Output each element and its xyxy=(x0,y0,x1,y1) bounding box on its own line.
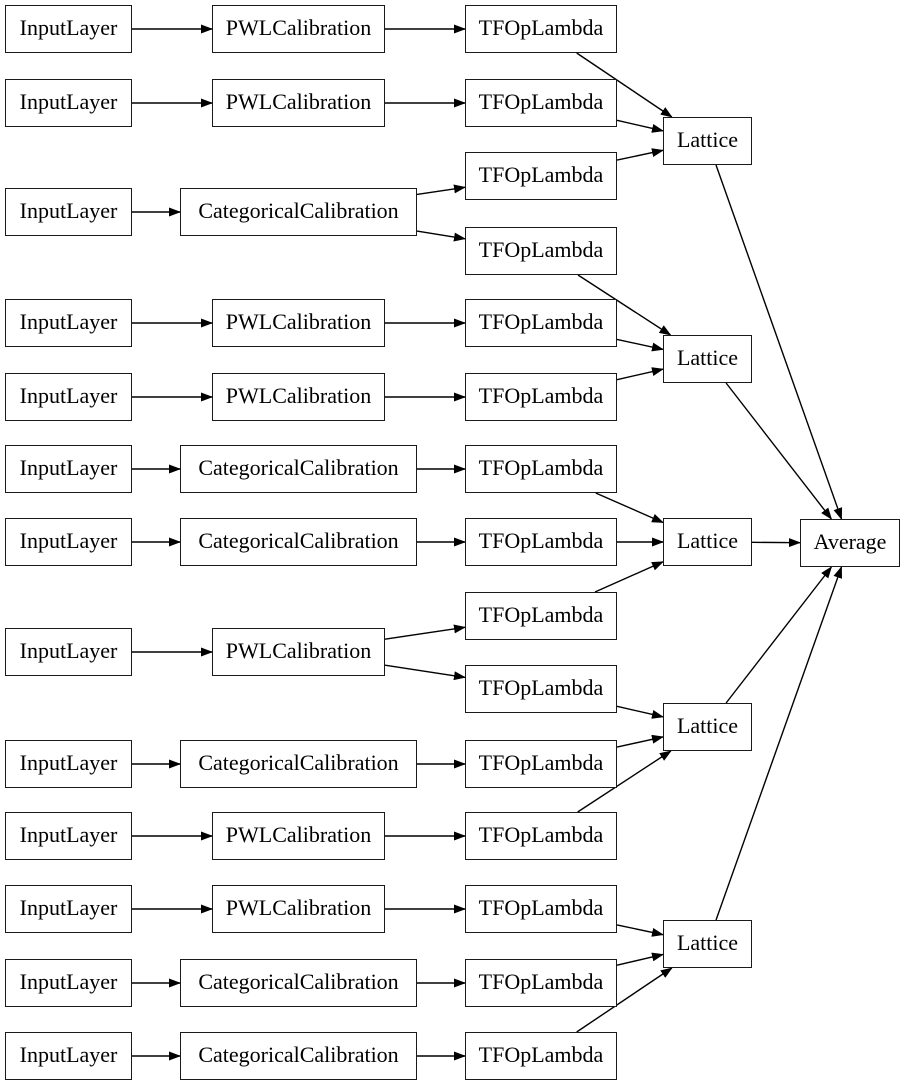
node-tfoplambda-t3: TFOpLambda xyxy=(465,152,617,200)
edge-t2-to-l1 xyxy=(616,119,664,133)
node-inputlayer-in5: InputLayer xyxy=(5,373,132,421)
node-categoricalcalibration-c9: CategoricalCalibration xyxy=(180,740,417,788)
edge-c8-to-t9 xyxy=(384,624,466,640)
edge-t1-to-l1 xyxy=(576,52,673,118)
node-lattice-l3: Lattice xyxy=(663,518,752,566)
edge-t15-to-l5 xyxy=(576,967,673,1033)
node-inputlayer-in9: InputLayer xyxy=(5,740,132,788)
node-inputlayer-in2: InputLayer xyxy=(5,79,132,127)
edge-l5-to-avg xyxy=(715,566,843,921)
edge-c3-to-t4 xyxy=(416,230,466,242)
node-inputlayer-in3: InputLayer xyxy=(5,188,132,236)
node-tfoplambda-t9: TFOpLambda xyxy=(465,592,617,640)
edge-c3-to-t3 xyxy=(416,184,466,196)
node-lattice-l1: Lattice xyxy=(663,117,752,165)
node-inputlayer-in12: InputLayer xyxy=(5,959,132,1007)
edge-t4-to-l2 xyxy=(577,274,672,336)
node-average-avg: Average xyxy=(800,519,900,567)
edge-t5-to-l2 xyxy=(616,338,664,352)
edge-t12-to-l4 xyxy=(577,750,672,813)
edge-t3-to-l1 xyxy=(616,148,664,161)
node-pwlcalibration-c8: PWLCalibration xyxy=(212,628,385,676)
node-tfoplambda-t1: TFOpLambda xyxy=(465,5,617,53)
node-pwlcalibration-c5: PWLCalibration xyxy=(212,373,385,421)
edge-l1-to-avg xyxy=(715,164,843,520)
edge-t11-to-l4 xyxy=(616,734,664,748)
node-tfoplambda-t2: TFOpLambda xyxy=(465,79,617,127)
node-inputlayer-in11: InputLayer xyxy=(5,885,132,933)
node-categoricalcalibration-c3: CategoricalCalibration xyxy=(180,188,417,236)
node-pwlcalibration-c1: PWLCalibration xyxy=(212,5,385,53)
node-pwlcalibration-c10: PWLCalibration xyxy=(212,812,385,860)
node-inputlayer-in10: InputLayer xyxy=(5,812,132,860)
edge-t10-to-l4 xyxy=(616,705,664,719)
node-tfoplambda-t10: TFOpLambda xyxy=(465,665,617,713)
node-tfoplambda-t13: TFOpLambda xyxy=(465,885,617,933)
node-inputlayer-in7: InputLayer xyxy=(5,518,132,566)
node-pwlcalibration-c4: PWLCalibration xyxy=(212,299,385,347)
node-categoricalcalibration-c13: CategoricalCalibration xyxy=(180,1032,417,1080)
node-lattice-l4: Lattice xyxy=(663,703,752,751)
node-tfoplambda-t11: TFOpLambda xyxy=(465,740,617,788)
node-inputlayer-in1: InputLayer xyxy=(5,5,132,53)
node-lattice-l2: Lattice xyxy=(663,335,752,383)
node-tfoplambda-t8: TFOpLambda xyxy=(465,518,617,566)
node-inputlayer-in13: InputLayer xyxy=(5,1032,132,1080)
node-lattice-l5: Lattice xyxy=(663,920,752,968)
edge-t6-to-l2 xyxy=(616,367,664,381)
node-categoricalcalibration-c12: CategoricalCalibration xyxy=(180,959,417,1007)
edge-c8-to-t10 xyxy=(384,664,466,681)
node-pwlcalibration-c2: PWLCalibration xyxy=(212,79,385,127)
node-categoricalcalibration-c7: CategoricalCalibration xyxy=(180,518,417,566)
edge-l4-to-avg xyxy=(725,566,833,704)
node-inputlayer-in4: InputLayer xyxy=(5,299,132,347)
edge-t7-to-l3 xyxy=(595,492,664,524)
node-tfoplambda-t14: TFOpLambda xyxy=(465,959,617,1007)
node-categoricalcalibration-c6: CategoricalCalibration xyxy=(180,445,417,493)
edge-l2-to-avg xyxy=(725,382,833,520)
node-pwlcalibration-c11: PWLCalibration xyxy=(212,885,385,933)
node-tfoplambda-t4: TFOpLambda xyxy=(465,227,617,275)
node-inputlayer-in8: InputLayer xyxy=(5,628,132,676)
edge-t9-to-l3 xyxy=(594,561,664,593)
edge-t13-to-l5 xyxy=(616,924,664,937)
node-tfoplambda-t7: TFOpLambda xyxy=(465,445,617,493)
edge-t14-to-l5 xyxy=(616,952,664,966)
node-tfoplambda-t5: TFOpLambda xyxy=(465,299,617,347)
node-tfoplambda-t15: TFOpLambda xyxy=(465,1032,617,1080)
node-inputlayer-in6: InputLayer xyxy=(5,445,132,493)
node-tfoplambda-t6: TFOpLambda xyxy=(465,373,617,421)
node-tfoplambda-t12: TFOpLambda xyxy=(465,812,617,860)
